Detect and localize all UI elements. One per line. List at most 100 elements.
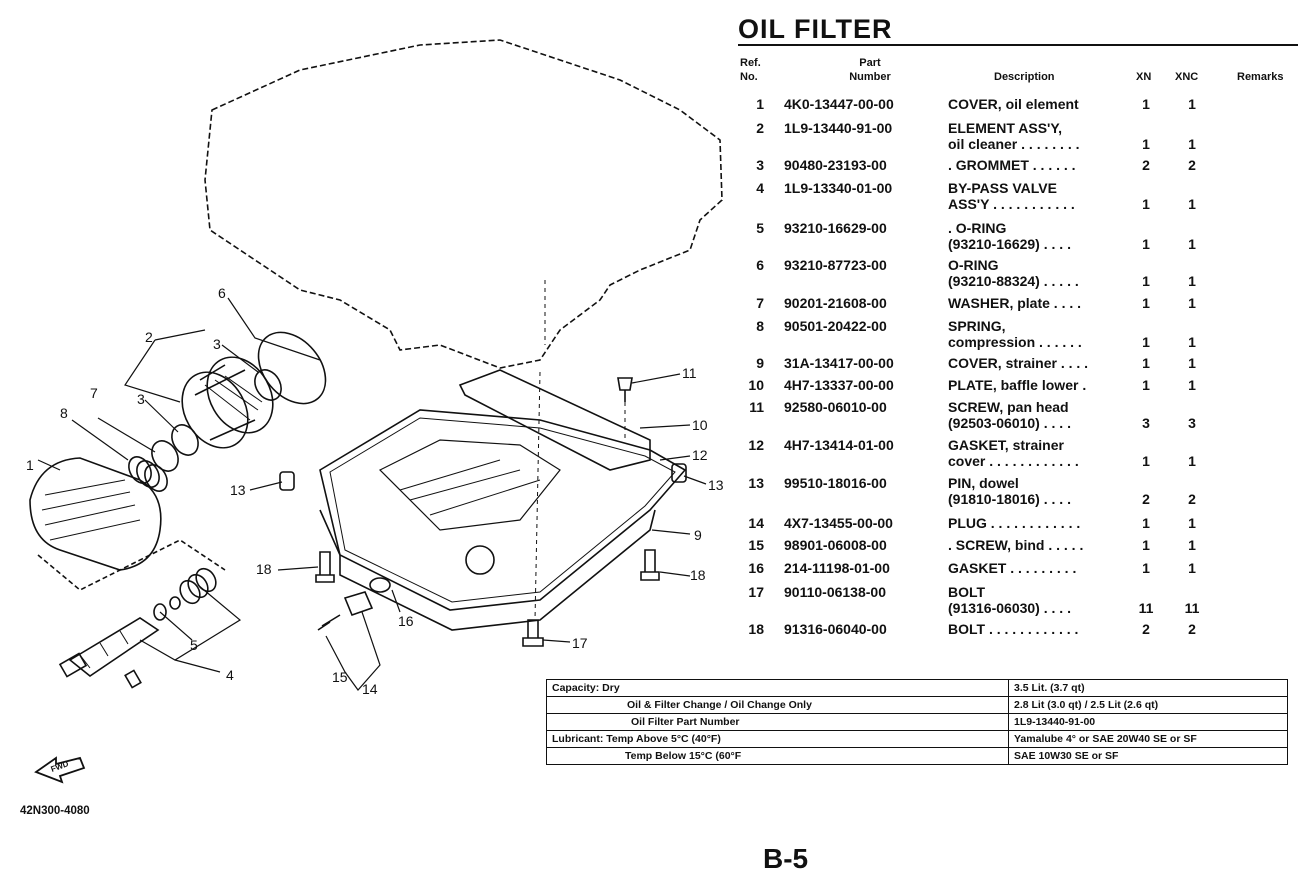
callout-12: 12 — [692, 447, 708, 463]
drawing-code: 42N300-4080 — [20, 805, 90, 817]
baffle-plate-10 — [458, 369, 651, 471]
part-number: 4H7-13337-00-00 — [784, 377, 894, 393]
part-qty-xnc: 1 — [1188, 560, 1196, 576]
header-ref-line1: Ref. — [740, 57, 761, 69]
part-number: 1L9-13340-01-00 — [784, 180, 893, 196]
callout-4: 4 — [226, 667, 234, 683]
part-ref: 15 — [748, 537, 764, 553]
callout-8: 8 — [60, 405, 68, 421]
part-qty-xnc: 2 — [1188, 621, 1196, 637]
part-description: . O-RING — [948, 220, 1007, 236]
part-number: 93210-87723-00 — [784, 257, 887, 273]
callout-11: 11 — [682, 365, 697, 381]
part-qty-xnc: 1 — [1188, 96, 1196, 112]
gasket-16 — [369, 577, 391, 593]
part-qty-xnc: 1 — [1188, 537, 1196, 553]
part-description: . GROMMET . . . . . . — [948, 157, 1076, 173]
part-qty-xnc: 1 — [1188, 355, 1196, 371]
part-qty-xnc: 1 — [1188, 295, 1196, 311]
part-ref: 18 — [748, 621, 764, 637]
header-remarks: Remarks — [1237, 71, 1284, 83]
spec-value: 3.5 Lit. (3.7 qt) — [1008, 679, 1288, 697]
bolt-18a — [315, 551, 335, 583]
page-number: B-5 — [763, 843, 809, 874]
part-description-cont: (92503-06010) . . . . — [948, 415, 1071, 431]
part-description-cont: (93210-88324) . . . . . — [948, 273, 1079, 289]
part-description: SPRING, — [948, 318, 1006, 334]
part-description: PLATE, baffle lower . — [948, 377, 1087, 393]
part-description: SCREW, pan head — [948, 399, 1069, 415]
callout-5: 5 — [190, 637, 198, 653]
part-qty-xnc: 2 — [1188, 157, 1196, 173]
part-number: 91316-06040-00 — [784, 621, 887, 637]
spec-value: 1L9-13440-91-00 — [1008, 713, 1288, 731]
screw-15 — [317, 614, 341, 631]
callout-1: 1 — [26, 457, 34, 473]
spec-label: Oil Filter Part Number — [546, 713, 1009, 731]
callout-13a: 13 — [230, 482, 246, 498]
part-qty-xn: 1 — [1142, 236, 1150, 252]
part-ref: 11 — [749, 399, 764, 415]
part-description: PIN, dowel — [948, 475, 1019, 491]
part-qty-xnc: 1 — [1188, 136, 1196, 152]
fwd-arrow-icon — [34, 756, 86, 784]
part-qty-xnc: 1 — [1188, 196, 1196, 212]
screw-11 — [617, 377, 633, 402]
header-part-line1: Part — [859, 57, 881, 69]
bolt-18b — [640, 549, 660, 581]
part-number: 90110-06138-00 — [784, 584, 886, 600]
part-ref: 5 — [756, 220, 764, 236]
spring-8 — [128, 456, 168, 492]
callout-15: 15 — [332, 669, 348, 685]
part-description-cont: ASS'Y . . . . . . . . . . . — [948, 196, 1075, 212]
oil-element-2 — [181, 356, 274, 449]
spec-label: Lubricant: Temp Above 5°C (40°F) — [546, 730, 1009, 748]
part-ref: 12 — [748, 437, 764, 453]
part-ref: 10 — [748, 377, 764, 393]
grommet-3a — [254, 369, 282, 401]
plug-14 — [343, 591, 374, 617]
part-number: 90480-23193-00 — [784, 157, 887, 173]
part-ref: 1 — [756, 96, 764, 112]
bolt-17 — [522, 619, 544, 647]
part-number: 90201-21608-00 — [784, 295, 887, 311]
grommet-3b — [171, 424, 199, 456]
spec-label: Oil & Filter Change / Oil Change Only — [546, 696, 1009, 714]
header-part-number: Part Number — [820, 56, 920, 84]
part-description-cont: (91810-18016) . . . . — [948, 491, 1071, 507]
part-number: 92580-06010-00 — [784, 399, 887, 415]
part-description-cont: oil cleaner . . . . . . . . — [948, 136, 1080, 152]
spec-value: SAE 10W30 SE or SF — [1008, 747, 1288, 765]
part-qty-xn: 1 — [1142, 334, 1150, 350]
part-ref: 4 — [756, 180, 764, 196]
callout-9: 9 — [694, 527, 702, 543]
part-qty-xnc: 1 — [1188, 273, 1196, 289]
header-xn: XN — [1136, 71, 1152, 83]
header-xnc: XNC — [1175, 71, 1199, 83]
part-qty-xn: 1 — [1142, 377, 1150, 393]
part-ref: 9 — [756, 355, 764, 371]
part-number: 4X7-13455-00-00 — [784, 515, 893, 531]
part-number: 98901-06008-00 — [784, 537, 887, 553]
part-description: COVER, oil element — [948, 96, 1079, 112]
oil-pan-9 — [319, 409, 687, 631]
part-qty-xn: 2 — [1142, 491, 1150, 507]
part-qty-xn: 1 — [1142, 537, 1150, 553]
part-number: 99510-18016-00 — [784, 475, 887, 491]
o-ring-5 — [153, 603, 167, 621]
part-description-cont: (93210-16629) . . . . — [948, 236, 1071, 252]
part-qty-xnc: 1 — [1188, 453, 1196, 469]
part-ref: 7 — [756, 295, 764, 311]
header-ref: Ref. No. — [740, 56, 761, 84]
